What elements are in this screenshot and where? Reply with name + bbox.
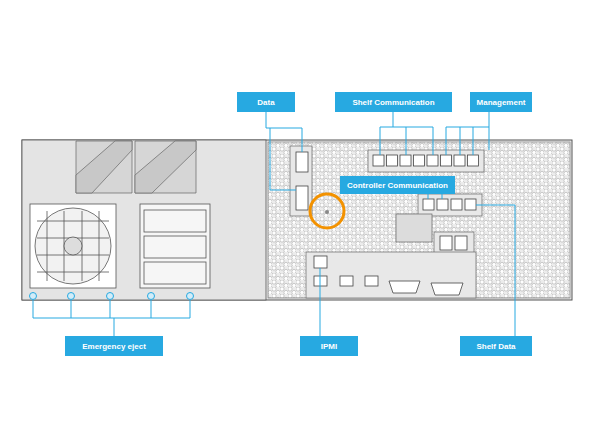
callout-label: IPMI <box>321 342 337 351</box>
rear-port <box>365 276 378 286</box>
callout-label: Data <box>257 98 274 107</box>
eject-button <box>68 293 75 300</box>
io-plate <box>290 146 484 298</box>
leader-line <box>270 128 296 190</box>
callout-body: IPMI <box>321 342 337 351</box>
callout-label: Shelf Data <box>476 342 515 351</box>
callout-box: Controller Communication <box>340 176 455 194</box>
io-plate <box>306 252 476 298</box>
rear-port <box>340 276 353 286</box>
rear-port <box>440 236 452 250</box>
chassis <box>268 142 570 298</box>
callout-label: Emergency eject <box>82 342 146 351</box>
callout-body: Controller Communication <box>347 181 448 190</box>
air-baffle <box>135 141 196 193</box>
rj45-port <box>414 155 425 166</box>
leader-line <box>380 112 433 155</box>
rear-port <box>455 236 467 250</box>
leader-line <box>428 194 442 199</box>
air-baffle <box>76 141 132 193</box>
fan-grille <box>30 204 116 288</box>
eject-button <box>30 293 37 300</box>
rj45-port <box>400 155 411 166</box>
rear-port <box>314 256 327 268</box>
drive-bay <box>144 210 206 232</box>
callout-box: Emergency eject <box>65 336 163 356</box>
highlight-circle <box>310 194 344 228</box>
callout-body: Shelf Data <box>476 342 515 351</box>
data-port <box>296 186 308 210</box>
rear-port <box>314 236 467 295</box>
eject-button <box>187 293 194 300</box>
leader-line <box>266 112 302 152</box>
eject-button <box>30 293 194 300</box>
rear-port <box>431 283 463 295</box>
callout-box: IPMI <box>300 336 358 356</box>
callout-label: Controller Communication <box>347 181 448 190</box>
drive-bay <box>140 204 210 288</box>
chassis <box>22 140 572 300</box>
rj45-port <box>465 199 476 210</box>
rj45-port <box>423 199 434 210</box>
callout-box: Shelf Data <box>460 336 532 356</box>
chassis <box>22 140 572 300</box>
io-plate <box>290 146 312 216</box>
rj45-port <box>437 199 448 210</box>
drive-bay <box>140 204 210 288</box>
leader-line <box>33 112 515 336</box>
air-baffle <box>135 141 196 193</box>
callout-label: Management <box>477 98 526 107</box>
io-plate <box>434 232 474 254</box>
rj45-port <box>387 155 398 166</box>
fan-grille <box>30 204 116 288</box>
rj45-port <box>451 199 462 210</box>
callout-box: Data <box>237 92 295 112</box>
io-plate <box>396 214 432 242</box>
io-plate <box>368 150 484 172</box>
fan-grille <box>35 208 111 284</box>
callout-body: Data <box>257 98 274 107</box>
fan-grille <box>37 211 109 281</box>
rj45-port <box>441 155 452 166</box>
data-port <box>296 152 308 172</box>
drive-bay <box>144 262 206 284</box>
leader-line <box>476 205 515 336</box>
rear-port <box>389 281 420 293</box>
drive-bay <box>144 236 206 258</box>
rj45-port <box>427 155 438 166</box>
rj45-port <box>373 155 384 166</box>
rj45-port <box>468 155 479 166</box>
callout-box: Shelf Communication <box>335 92 452 112</box>
chassis <box>22 140 266 300</box>
leader-line <box>33 300 190 336</box>
rj45-port <box>454 155 465 166</box>
fan-grille <box>64 237 82 255</box>
leader-line <box>320 268 321 336</box>
eject-button <box>107 293 114 300</box>
highlight-circle <box>325 210 329 214</box>
leader-line <box>446 112 489 155</box>
highlight-circle <box>310 194 344 228</box>
callout-body: Management <box>477 98 526 107</box>
data-port <box>296 152 308 210</box>
callout-box: Management <box>470 92 532 112</box>
air-baffle <box>76 141 132 193</box>
callout-label: Shelf Communication <box>352 98 434 107</box>
io-plate <box>418 194 482 216</box>
callout-body: Shelf Communication <box>352 98 434 107</box>
air-baffle <box>76 141 196 193</box>
callout-body: Emergency eject <box>82 342 146 351</box>
eject-button <box>148 293 155 300</box>
